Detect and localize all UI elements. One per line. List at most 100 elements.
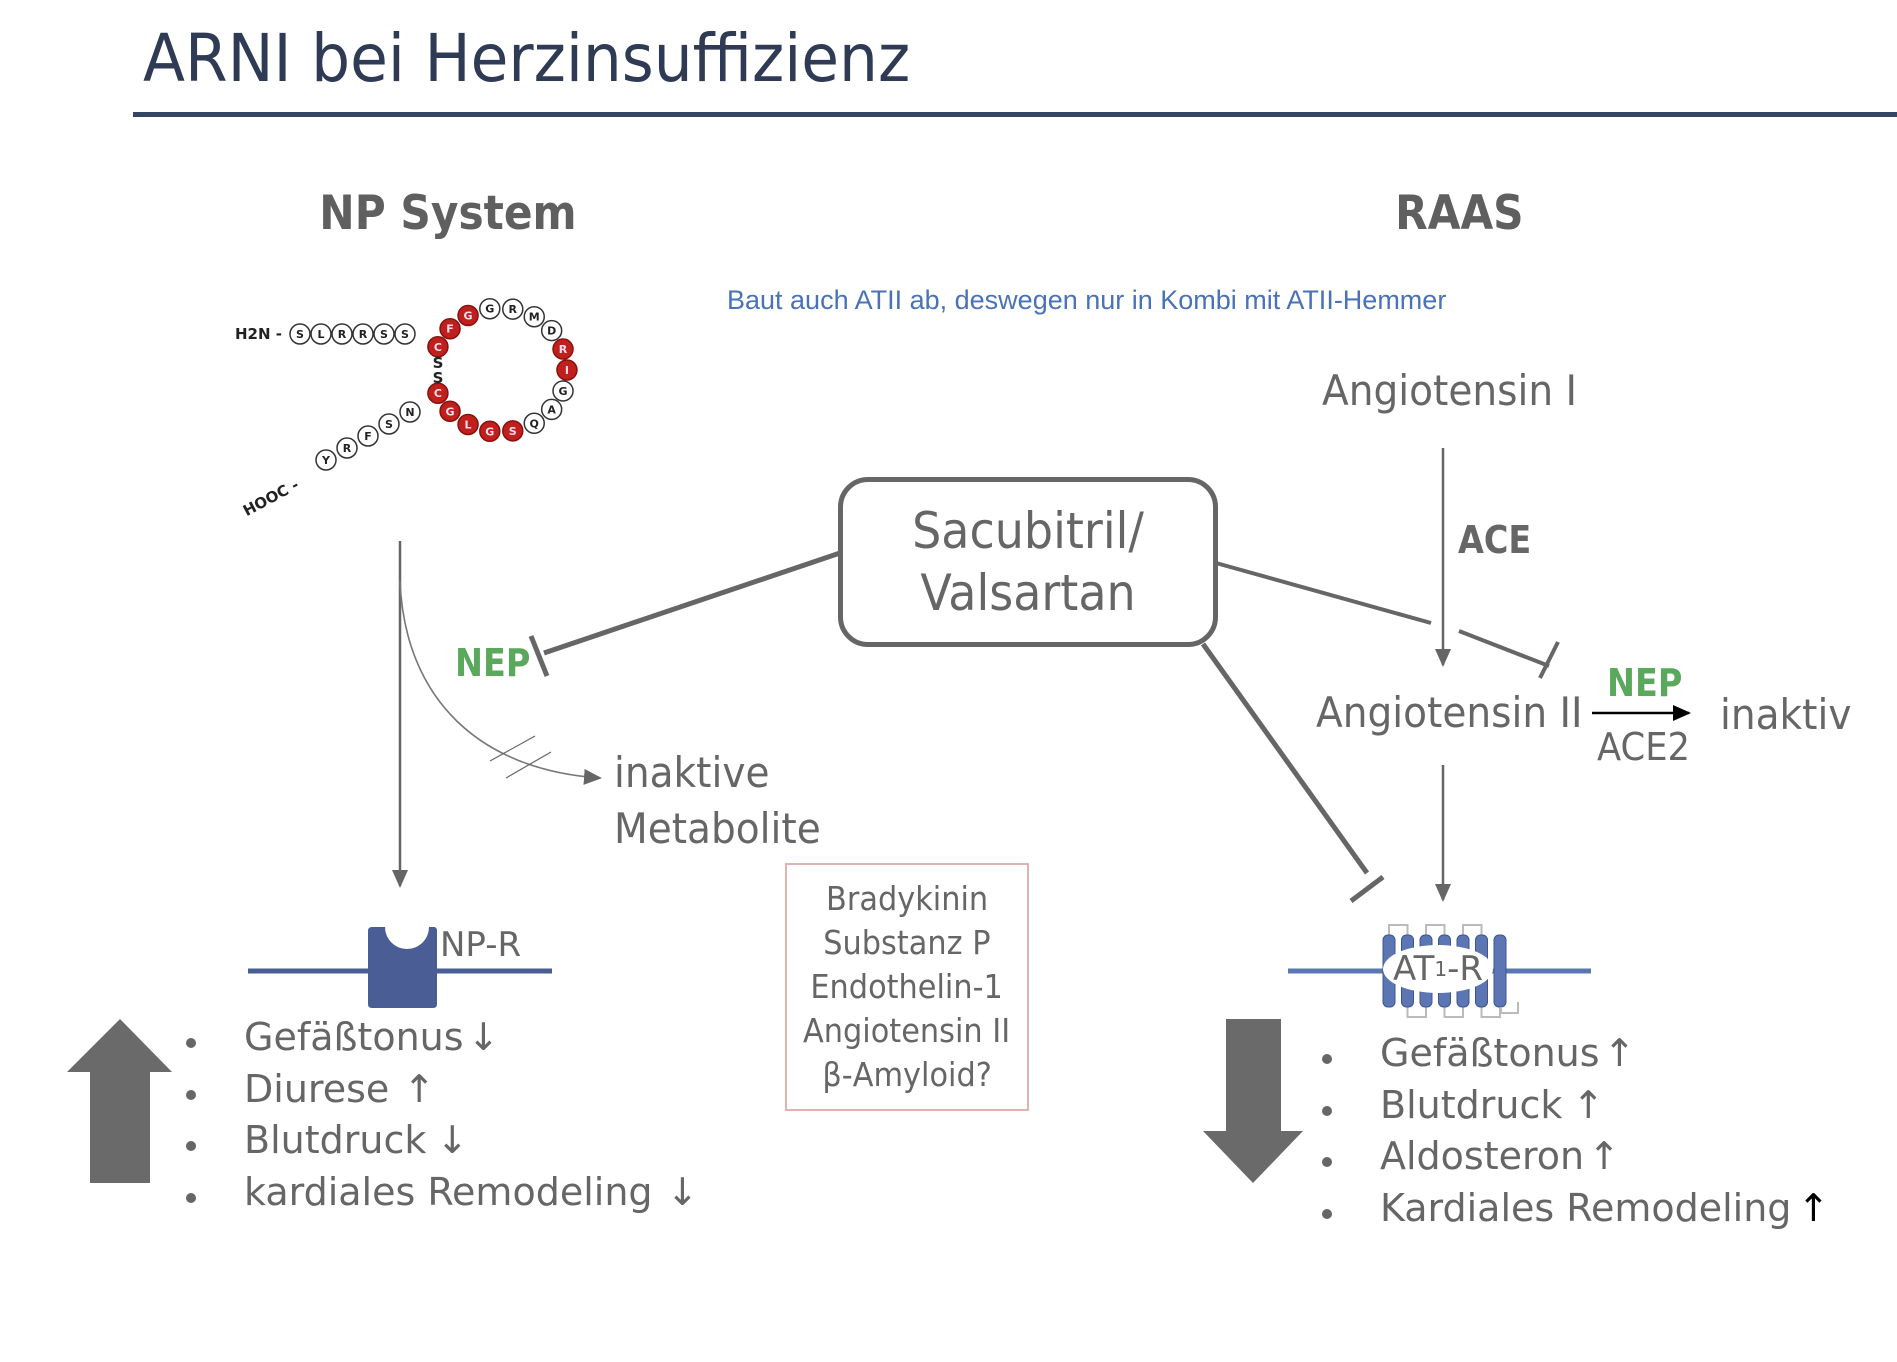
svg-text:G: G [485, 425, 494, 438]
angiotensin-1-label: Angiotensin I [1322, 366, 1578, 415]
svg-text:L: L [465, 418, 472, 431]
nep-substrates-box: Bradykinin Substanz P Endothelin-1 Angio… [785, 863, 1029, 1111]
nep-left-label: NEP [455, 641, 531, 685]
peptide-residue: S [289, 323, 311, 345]
metabolite-label-line2: Metabolite [614, 804, 821, 853]
drug-line2: Valsartan [920, 564, 1136, 622]
peptide-residue: F [357, 425, 379, 447]
np-effect-item: kardiales Remodeling↓ [244, 1170, 698, 1214]
peptide-residue: G [439, 400, 461, 423]
svg-text:S: S [401, 328, 409, 341]
peptide-residue: G [479, 297, 501, 320]
peptide-residue: R [336, 437, 358, 459]
arrow-down-icon: ↓ [666, 1170, 699, 1214]
svg-text:Y: Y [321, 454, 331, 467]
peptide-residue: D [540, 319, 563, 342]
nep-degradation-curve [399, 580, 602, 785]
svg-text:R: R [559, 343, 568, 356]
peptide-residue: R [352, 323, 374, 345]
svg-text:S: S [380, 328, 388, 341]
receptor-loop [1425, 924, 1446, 935]
bullet-icon [1322, 1054, 1332, 1064]
drug-blocks-at1r-line [1200, 642, 1370, 875]
bullet-icon [1322, 1157, 1332, 1167]
peptide-residue: G [479, 420, 501, 443]
raas-note: Baut auch ATII ab, deswegen nur in Kombi… [727, 285, 1447, 315]
svg-text:G: G [559, 385, 568, 398]
np-effect-item: Gefäßtonus↓ [244, 1015, 499, 1059]
peptide-residue: R [552, 338, 574, 360]
peptide-residue: I [556, 359, 578, 381]
substrate-item: Substanz P [823, 923, 991, 962]
svg-text:G: G [485, 303, 494, 316]
drug-inhibits-ace-line-a [1215, 561, 1432, 625]
np-system-heading: NP System [319, 186, 577, 241]
arrow-down-icon: ↓ [467, 1015, 500, 1059]
raas-effect-item: Aldosteron↑ [1380, 1134, 1620, 1178]
svg-text:M: M [529, 311, 540, 324]
svg-text:F: F [364, 430, 372, 443]
substrate-item: β-Amyloid? [822, 1055, 992, 1094]
np-effect-label: Gefäßtonus [244, 1015, 464, 1059]
bullet-icon [186, 1193, 196, 1203]
raas-effect-item: Blutdruck↑ [1380, 1083, 1604, 1127]
drug-inhibits-ace-bar [1538, 641, 1560, 679]
svg-text:C: C [434, 387, 442, 400]
drug-blocks-at1r-bar [1349, 875, 1385, 903]
blocked-mark-1 [489, 735, 536, 762]
raas-effect-label: Blutdruck [1380, 1083, 1563, 1127]
nep-right-label: NEP [1607, 661, 1683, 705]
arrow-up-icon: ↑ [1797, 1186, 1830, 1230]
angiotensin-2-label: Angiotensin II [1316, 688, 1583, 737]
receptor-c-tail [1500, 1002, 1519, 1014]
peptide-residue: S [378, 413, 400, 435]
raas-effect-item: Kardiales Remodeling↑ [1380, 1186, 1829, 1230]
receptor-loop [1480, 1007, 1501, 1018]
peptide-residue: G [457, 304, 479, 327]
svg-text:S: S [509, 425, 517, 438]
receptor-loop [1388, 924, 1409, 935]
receptor-loop [1443, 1007, 1464, 1018]
svg-text:F: F [446, 323, 454, 336]
peptide-residue: A [540, 398, 563, 421]
svg-text:A: A [547, 403, 556, 416]
slide-title: ARNI bei Herzinsuffizienz [143, 20, 911, 97]
svg-text:R: R [359, 328, 368, 341]
peptide-residue: L [310, 323, 332, 345]
arrow-up-icon: ↑ [403, 1067, 436, 1111]
substrate-item: Angiotensin II [803, 1011, 1011, 1050]
svg-text:G: G [446, 405, 455, 418]
peptide-residue: S [394, 323, 416, 345]
peptide-residue: Y [315, 449, 337, 471]
bullet-icon [186, 1038, 196, 1048]
drug-box-sacubitril-valsartan: Sacubitril/ Valsartan [838, 477, 1218, 647]
bullet-icon [186, 1141, 196, 1151]
svg-text:R: R [338, 328, 347, 341]
raas-effect-label: Kardiales Remodeling [1380, 1186, 1792, 1230]
transmembrane-helix [1493, 934, 1507, 1008]
ace2-label: ACE2 [1597, 725, 1691, 769]
svg-text:S: S [296, 328, 304, 341]
at1r-label-sub: 1 [1434, 957, 1448, 981]
peptide-residue: S [373, 323, 395, 345]
blocked-mark-2 [505, 751, 552, 779]
bullet-icon [1322, 1209, 1332, 1219]
bullet-icon [1322, 1106, 1332, 1116]
disulfide-s1: S [433, 354, 444, 372]
raas-effect-label: Aldosteron [1380, 1134, 1585, 1178]
np-net-effect-up-arrow [67, 1019, 172, 1183]
svg-text:N: N [405, 406, 414, 419]
peptide-residue: R [331, 323, 353, 345]
disulfide-s2: S [433, 369, 444, 387]
drug-inhibits-ace-line-b [1458, 629, 1550, 668]
svg-text:C: C [434, 341, 442, 354]
np-effect-label: Diurese [244, 1067, 390, 1111]
svg-text:R: R [343, 442, 352, 455]
arrow-up-icon: ↑ [1603, 1031, 1636, 1075]
peptide-residue: C [427, 382, 449, 404]
inaktiv-label: inaktiv [1720, 690, 1852, 739]
metabolite-label-line1: inaktive [614, 748, 770, 797]
ace-label: ACE [1458, 518, 1532, 562]
